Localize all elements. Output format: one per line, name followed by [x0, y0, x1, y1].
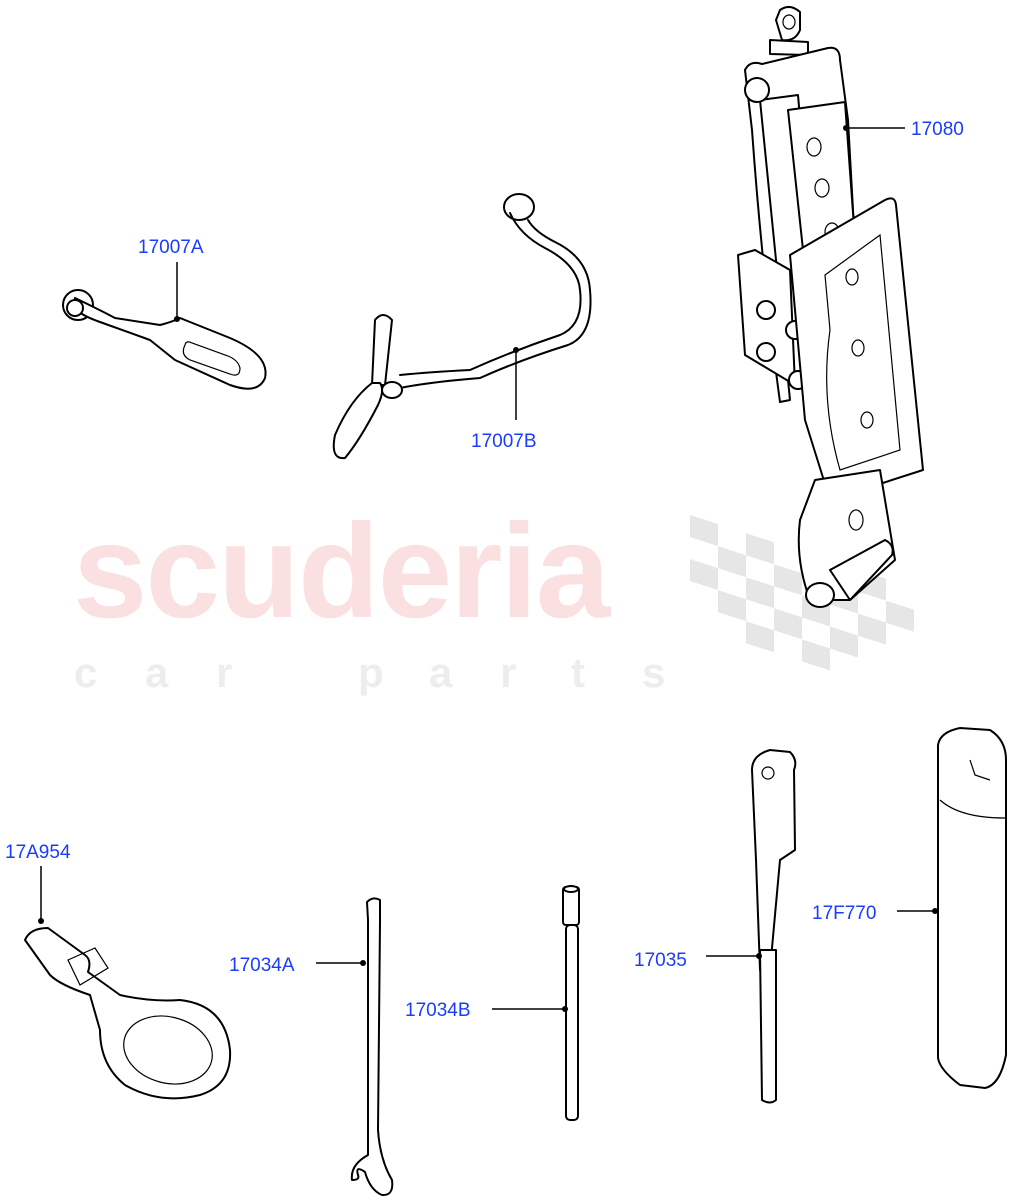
part-17034A-hook-rod[interactable] — [316, 897, 394, 1197]
part-17080-scissor-jack[interactable] — [737, 6, 924, 608]
part-17F770-tool-bag[interactable] — [897, 727, 1007, 1089]
part-17A954-towing-eye[interactable] — [24, 866, 232, 1100]
part-label-17035[interactable]: 17035 — [634, 950, 687, 971]
part-label-17A954[interactable]: 17A954 — [5, 842, 71, 863]
watermark-letter: a — [429, 649, 453, 696]
part-label-17F770[interactable]: 17F770 — [812, 903, 877, 924]
part-label-17034B[interactable]: 17034B — [405, 1000, 471, 1021]
part-label-17034A[interactable]: 17034A — [229, 955, 295, 976]
part-17007B-crank-handle[interactable] — [332, 193, 592, 460]
watermark-letter: t — [571, 649, 585, 696]
part-17035-wheel-brace[interactable] — [706, 749, 797, 1104]
part-label-17007A[interactable]: 17007A — [138, 237, 204, 258]
part-label-17007B[interactable]: 17007B — [471, 431, 537, 452]
watermark-letter: a — [145, 649, 169, 696]
watermark-letter: r — [216, 649, 233, 696]
watermark-brand: scuderia — [73, 497, 610, 646]
part-17007A-handle-hook[interactable] — [62, 262, 267, 390]
watermark-letter: s — [642, 649, 666, 696]
watermark-letter: r — [500, 649, 517, 696]
part-label-17080[interactable]: 17080 — [911, 119, 964, 140]
watermark-letter: p — [358, 649, 384, 696]
part-17034B-extension-rod[interactable] — [492, 885, 580, 1121]
watermark-letter: c — [74, 649, 98, 696]
